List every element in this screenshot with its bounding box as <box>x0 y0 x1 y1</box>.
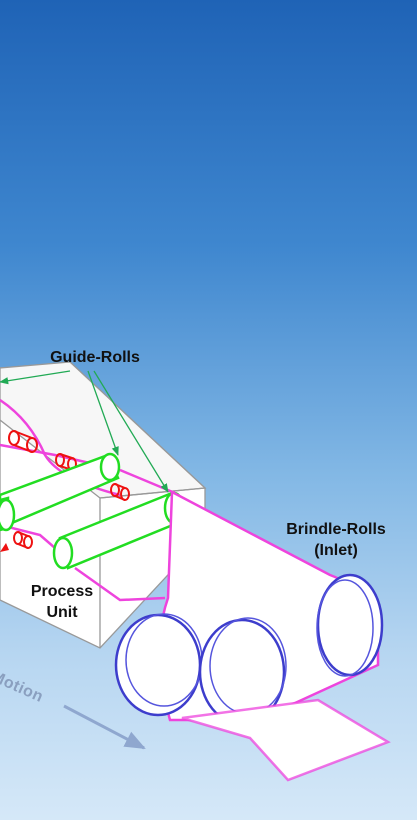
small-red-arrow <box>0 543 9 552</box>
brindle-roll-back <box>316 573 384 677</box>
guide-roll-2 <box>0 496 16 532</box>
process-unit-label-line1: Process <box>30 583 94 600</box>
guide-rolls-callout-arrows <box>0 370 169 493</box>
process-unit-label-line2: Unit <box>46 604 78 621</box>
process-unit-label: Process Unit <box>18 581 106 623</box>
inner-roll-group <box>8 430 130 549</box>
guide-roll-1 <box>0 452 121 530</box>
strip-outlet <box>181 698 391 782</box>
process-unit-box <box>0 361 207 649</box>
brindle-rolls-label: Brindle-Rolls (Inlet) <box>274 519 398 561</box>
motion-arrow <box>63 704 146 750</box>
guide-rolls-label: Guide-Rolls <box>50 349 140 366</box>
brindle-rolls-label-line2: (Inlet) <box>314 542 358 559</box>
brindle-rolls-label-line1: Brindle-Rolls <box>286 521 386 538</box>
